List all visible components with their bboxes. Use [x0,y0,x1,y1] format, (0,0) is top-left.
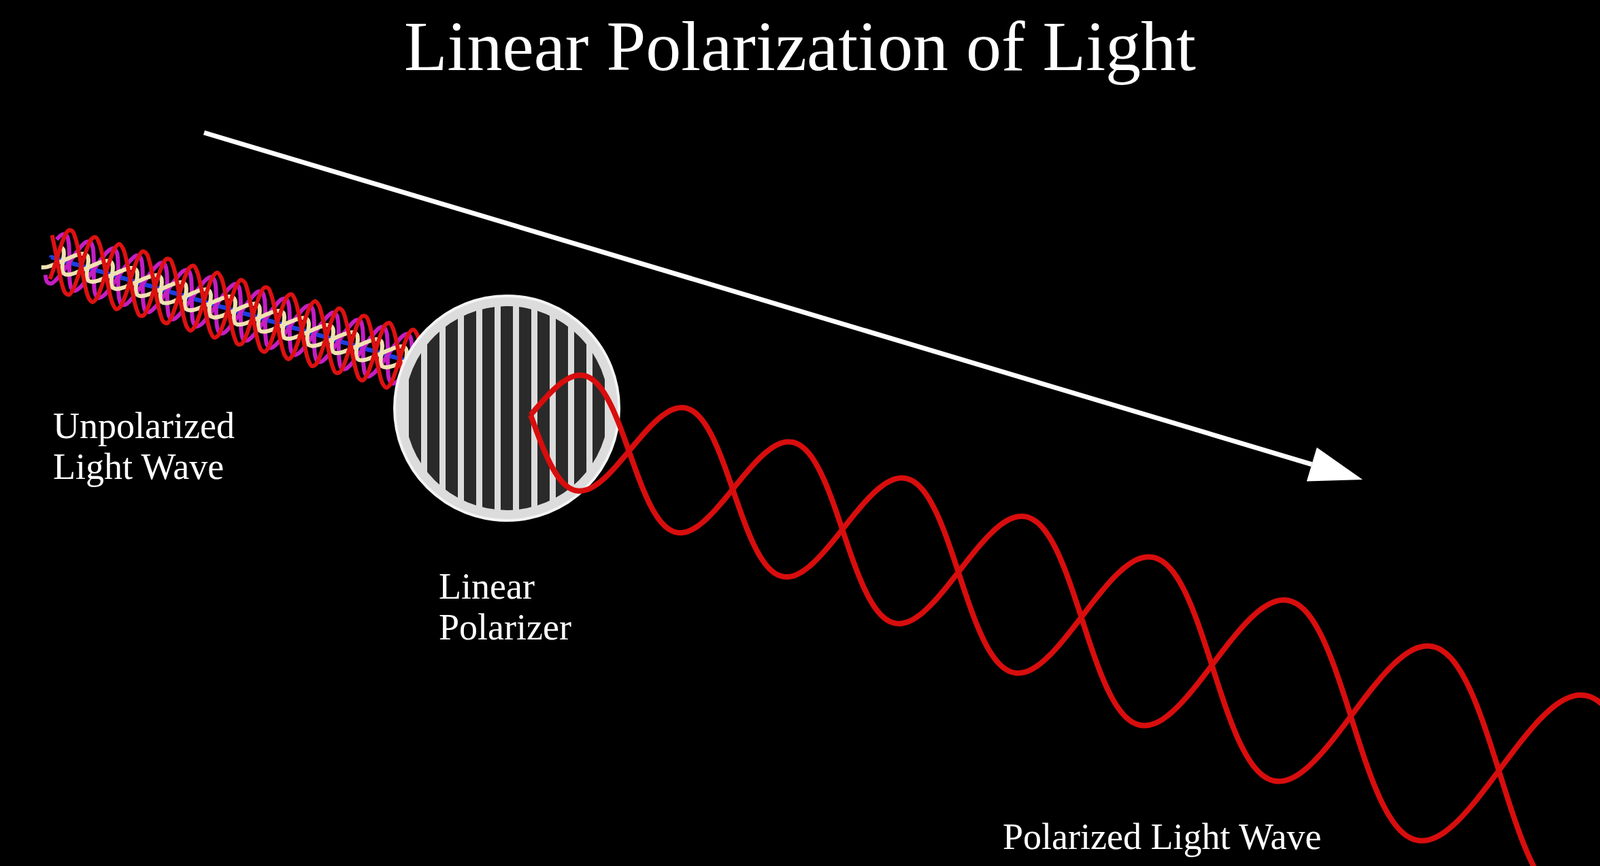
slit [427,285,440,531]
polarized-wave [530,407,1600,866]
slit [445,285,458,531]
direction-arrow [204,132,1312,465]
arrow-head [1306,447,1363,482]
slit [574,285,587,531]
slit [500,285,513,531]
slit [390,285,403,531]
caption-label: Polarized Light Wave [1000,816,1325,858]
caption-label: Unpolarized Light Wave [50,405,288,488]
slit [555,285,569,531]
slit [463,285,477,531]
caption-label: Linear Polarizer [436,565,619,649]
polarizer-slits [390,285,624,531]
slit [519,285,532,531]
polarized-wave [530,375,1600,841]
title: Linear Polarization of Light [0,6,1600,86]
slit [408,285,422,531]
slit [592,285,605,531]
slit [482,285,495,531]
